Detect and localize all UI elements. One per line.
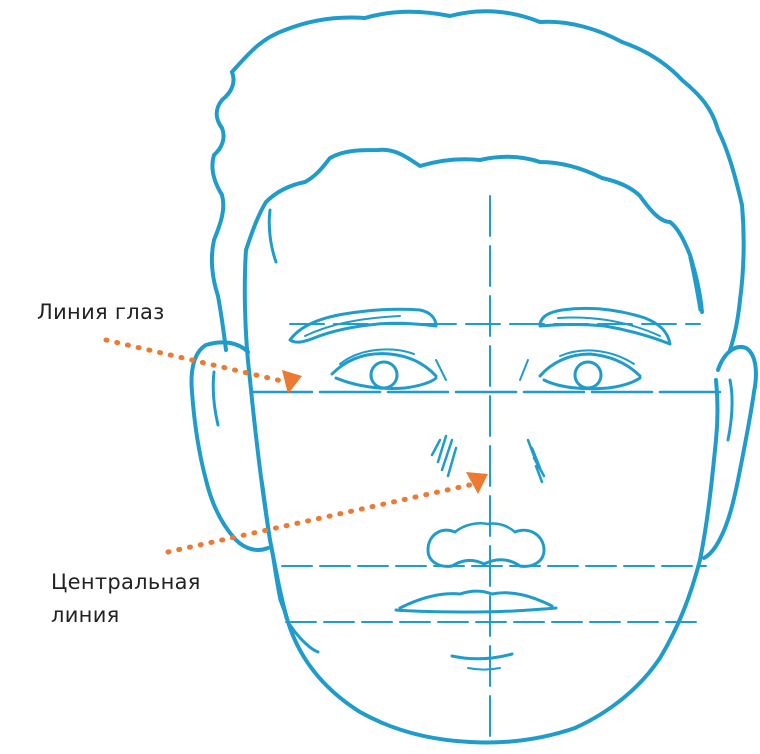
center-line-label: Центральная линия	[51, 566, 201, 632]
eye-left-iris	[371, 362, 397, 388]
nose-tip	[455, 523, 515, 532]
nose-shade-left	[432, 436, 456, 476]
hair-left-side	[212, 72, 234, 350]
center-line-label-2: линия	[51, 599, 201, 632]
eye-line-label: Линия глаз	[37, 296, 165, 329]
nose-left-wing	[428, 530, 455, 566]
ear-left-inner	[213, 372, 218, 425]
eye-left-corner	[436, 360, 446, 380]
nose-right-wing	[515, 530, 544, 566]
eyebrow-left	[290, 309, 436, 342]
center-line-label-1: Центральная	[51, 566, 201, 599]
ear-right-inner	[728, 380, 732, 440]
eye-right-iris	[575, 362, 601, 388]
eye-left-upper-lid	[332, 354, 436, 376]
chin-mark	[468, 668, 500, 670]
mouth-lower-lip	[452, 654, 512, 659]
eye-right-upper-lid	[540, 354, 640, 376]
eye-right-corner	[520, 360, 528, 380]
nose-shade-right	[528, 440, 544, 482]
mouth-line	[396, 608, 556, 612]
mouth-upper-lip	[400, 591, 552, 608]
hair-temple-left	[269, 210, 276, 262]
eyebrow-right	[540, 308, 670, 344]
hairline-front	[246, 150, 702, 312]
eye-line-arrowhead	[282, 370, 302, 394]
